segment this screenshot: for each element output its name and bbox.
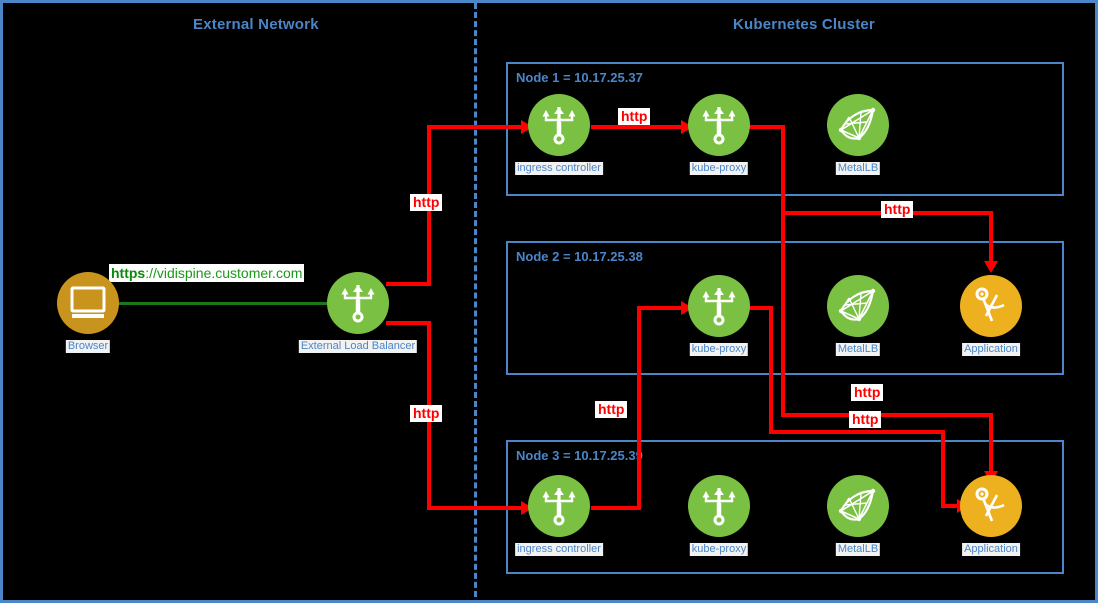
node2-application[interactable]: Application <box>960 275 1022 356</box>
label-http-kubeproxy1-to-app3: http <box>849 411 882 428</box>
proxy-icon <box>702 488 736 526</box>
edge-kubeproxy2-to-app3-vertical <box>769 306 773 434</box>
proxy-icon <box>542 488 576 526</box>
node2-kube-proxy[interactable]: kube-proxy <box>688 275 750 356</box>
label-http-ingress3-to-kubeproxy2: http <box>595 401 628 418</box>
edge-ingress3-out <box>591 506 641 510</box>
load-balancer-label: External Load Balancer <box>298 340 418 353</box>
node3-metallb-label: MetalLB <box>835 543 881 556</box>
edge-browser-to-load-balancer <box>116 302 338 305</box>
node3-ingress-controller[interactable]: ingress controller <box>515 475 603 556</box>
node1-metallb-label: MetalLB <box>835 162 881 175</box>
edge-ingress3-to-kubeproxy2-horizontal <box>637 306 683 310</box>
edge-kubeproxy1-to-app3-vertical <box>781 211 785 417</box>
mesh-icon <box>838 288 876 322</box>
node2-kube-proxy-caption-wrap: kube-proxy <box>689 339 749 357</box>
proxy-icon <box>542 107 576 145</box>
edge-kubeproxy2-out <box>749 306 773 310</box>
node3-kube-proxy-caption-wrap: kube-proxy <box>689 539 749 557</box>
node3-ingress-caption-wrap: ingress controller <box>515 539 603 557</box>
node3-application-label: Application <box>962 543 1020 556</box>
node2-metallb-caption-wrap: MetalLB <box>835 339 881 357</box>
edge-kubeproxy1-to-app3-horizontal <box>781 413 993 417</box>
kube-proxy-circle <box>688 94 750 156</box>
compass-icon <box>975 287 1005 322</box>
label-http-ingress1-to-kubeproxy1: http <box>618 108 651 125</box>
mesh-icon <box>838 107 876 141</box>
node1-ingress-controller[interactable]: ingress controller <box>515 94 603 175</box>
edge-kubeproxy2-to-app3-enter <box>941 504 963 508</box>
node3-metallb[interactable]: MetalLB <box>827 475 889 556</box>
edge-kubeproxy1-to-app2-drop <box>989 211 993 265</box>
browser-caption-wrap: Browser <box>65 336 111 354</box>
node3-ingress-label: ingress controller <box>515 543 603 556</box>
edge-lb-to-node1-horizontal <box>427 125 523 129</box>
node-browser[interactable]: Browser <box>57 272 119 353</box>
node1-kube-proxy[interactable]: kube-proxy <box>688 94 750 175</box>
metallb-circle <box>827 275 889 337</box>
edge-ingress3-to-kubeproxy2-vertical <box>637 306 641 510</box>
edge-lb-to-node3-horizontal <box>427 506 523 510</box>
browser-label: Browser <box>65 340 111 353</box>
node3-kube-proxy-label: kube-proxy <box>689 543 749 556</box>
node-1-title: Node 1 = 10.17.25.37 <box>516 70 643 85</box>
node-external-load-balancer[interactable]: External Load Balancer <box>298 272 418 353</box>
arrowhead-to-application-node2 <box>984 261 998 273</box>
kube-proxy-circle <box>688 275 750 337</box>
compass-icon <box>975 487 1005 522</box>
node2-metallb[interactable]: MetalLB <box>827 275 889 356</box>
label-http-kubeproxy1-to-app2: http <box>881 201 914 218</box>
section-title-external-network: External Network <box>193 16 319 33</box>
browser-circle <box>57 272 119 334</box>
load-balancer-caption-wrap: External Load Balancer <box>298 336 418 354</box>
node-3-title: Node 3 = 10.17.25.39 <box>516 448 643 463</box>
node1-ingress-caption-wrap: ingress controller <box>515 158 603 176</box>
node1-kube-proxy-label: kube-proxy <box>689 162 749 175</box>
node1-kube-proxy-caption-wrap: kube-proxy <box>689 158 749 176</box>
node3-application[interactable]: Application <box>960 475 1022 556</box>
edge-kubeproxy1-to-app3-drop <box>989 413 993 475</box>
network-boundary-divider <box>474 3 477 603</box>
section-title-kubernetes-cluster: Kubernetes Cluster <box>733 16 875 33</box>
node1-ingress-label: ingress controller <box>515 162 603 175</box>
edge-ingress1-to-kubeproxy1 <box>591 125 683 129</box>
node2-kube-proxy-label: kube-proxy <box>689 343 749 356</box>
node-2-title: Node 2 = 10.17.25.38 <box>516 249 643 264</box>
label-http-lb-to-node1: http <box>410 194 443 211</box>
monitor-icon <box>70 286 106 318</box>
edge-lb-out-lower <box>386 321 431 325</box>
node3-kube-proxy[interactable]: kube-proxy <box>688 475 750 556</box>
edge-kubeproxy1-out <box>749 125 785 129</box>
edge-kubeproxy2-to-app3-drop <box>941 430 945 508</box>
edge-lb-out-upper <box>386 282 431 286</box>
node2-application-label: Application <box>962 343 1020 356</box>
node-box-node-1: Node 1 = 10.17.25.37 <box>506 62 1064 196</box>
edge-kubeproxy1-to-app2-vertical <box>781 125 785 215</box>
node-box-node-2: Node 2 = 10.17.25.38 <box>506 241 1064 375</box>
edge-kubeproxy2-to-app3-horizontal <box>769 430 945 434</box>
node1-metallb[interactable]: MetalLB <box>827 94 889 175</box>
proxy-icon <box>702 288 736 326</box>
ingress-controller-circle <box>528 94 590 156</box>
proxy-icon <box>702 107 736 145</box>
mesh-icon <box>838 488 876 522</box>
application-circle <box>960 475 1022 537</box>
load-balancer-circle <box>327 272 389 334</box>
metallb-circle <box>827 94 889 156</box>
node3-metallb-caption-wrap: MetalLB <box>835 539 881 557</box>
url-scheme: https <box>111 265 146 281</box>
metallb-circle <box>827 475 889 537</box>
node2-application-caption-wrap: Application <box>962 339 1020 357</box>
application-circle <box>960 275 1022 337</box>
ingress-controller-circle <box>528 475 590 537</box>
kube-proxy-circle <box>688 475 750 537</box>
node2-metallb-label: MetalLB <box>835 343 881 356</box>
label-http-lb-to-node3: http <box>410 405 443 422</box>
node1-metallb-caption-wrap: MetalLB <box>835 158 881 176</box>
node3-application-caption-wrap: Application <box>962 539 1020 557</box>
label-request-url: https://vidispine.customer.com <box>109 264 305 282</box>
label-http-kubeproxy2-to-app3: http <box>851 384 884 401</box>
url-host: ://vidispine.customer.com <box>145 265 303 281</box>
proxy-icon <box>341 285 375 323</box>
